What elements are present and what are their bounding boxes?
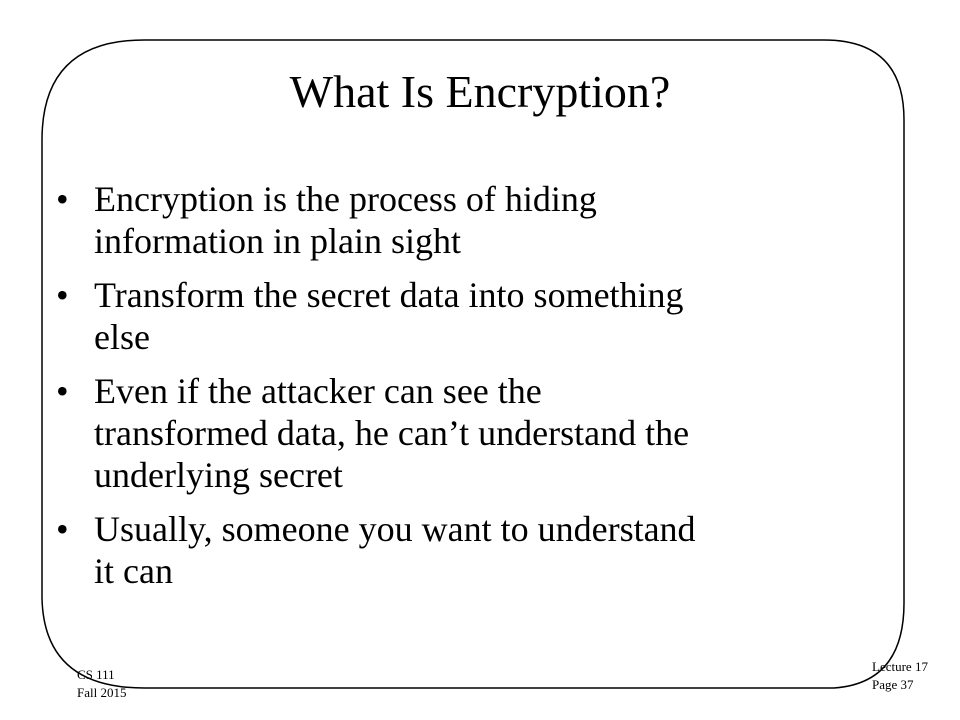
bullet-line: Encryption is the process of hiding [94,179,597,219]
bullet-item: • Usually, someone you want to understan… [56,508,916,592]
bullet-dot-icon: • [56,371,69,411]
bullet-line: it can [94,551,173,591]
footer-lecture-info: Lecture 17 Page 37 [872,658,928,694]
footer-course: CS 111 [77,667,115,682]
footer-lecture: Lecture 17 [872,659,928,674]
footer-page: Page 37 [872,677,914,692]
bullet-line: Transform the secret data into something [94,275,684,315]
bullet-dot-icon: • [56,275,69,315]
bullet-dot-icon: • [56,509,69,549]
bullet-item: • Encryption is the process of hiding in… [56,178,916,262]
bullet-line: transformed data, he can’t understand th… [94,413,690,453]
bullet-line: else [94,317,150,357]
bullet-line: Usually, someone you want to understand [94,509,696,549]
slide-title: What Is Encryption? [289,66,671,117]
bullet-item: • Transform the secret data into somethi… [56,274,916,358]
bullet-list: • Encryption is the process of hiding in… [56,178,916,604]
footer-term: Fall 2015 [77,685,127,700]
bullet-line: Even if the attacker can see the [94,371,542,411]
bullet-dot-icon: • [56,179,69,219]
bullet-item: • Even if the attacker can see the trans… [56,370,916,496]
bullet-line: information in plain sight [94,221,461,261]
footer-course-info: CS 111 Fall 2015 [77,666,126,702]
bullet-line: underlying secret [94,455,343,495]
